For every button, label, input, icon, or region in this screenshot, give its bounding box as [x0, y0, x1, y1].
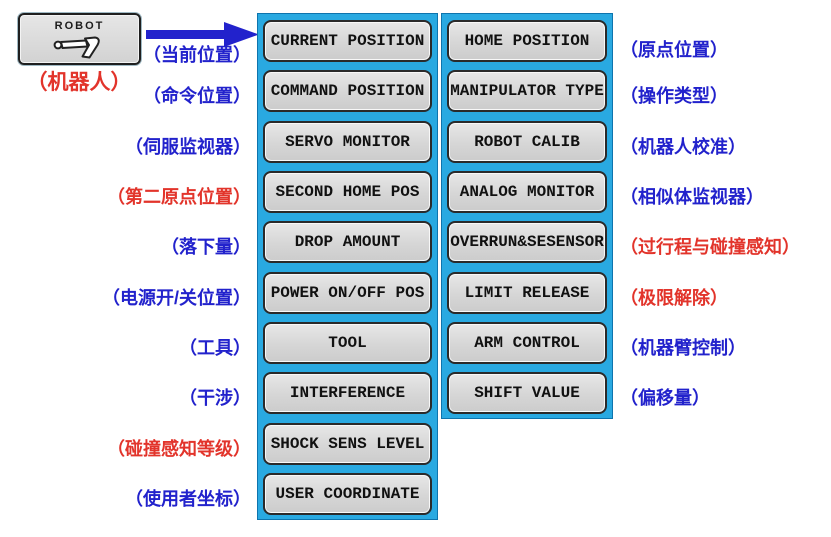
- caption-tool: （工具）: [179, 337, 251, 358]
- caption-row: （机器人校准）: [620, 120, 746, 162]
- left-captions-column: （当前位置） （命令位置） （伺服监视器） （第二原点位置） （落下量） （电源开/关位置…: [0, 13, 251, 514]
- menu-button-home-position[interactable]: HOME POSITION: [447, 20, 607, 62]
- caption-home-position: （原点位置）: [620, 40, 728, 60]
- menu-button-power-on-off-pos[interactable]: POWER ON/OFF POS: [263, 271, 432, 314]
- caption-row: （碰撞感知等级）: [107, 422, 251, 464]
- caption-analog-monitor: （相似体监视器）: [620, 186, 764, 207]
- caption-row: （过行程与碰撞感知）: [620, 220, 800, 262]
- caption-user-coordinate: （使用者坐标）: [125, 488, 251, 509]
- menu-button-robot-calib[interactable]: ROBOT CALIB: [447, 120, 607, 163]
- caption-drop-amount: （落下量）: [161, 237, 251, 258]
- robot-arm-icon: [53, 36, 100, 58]
- robot-key-label: ROBOT: [54, 19, 105, 32]
- arrow-right-icon: [146, 22, 259, 47]
- caption-row: （落下量）: [161, 220, 251, 262]
- caption-row: （第二原点位置）: [107, 170, 251, 212]
- caption-row: （工具）: [179, 321, 251, 363]
- caption-servo-monitor: （伺服监视器）: [125, 136, 251, 157]
- menu-button-interference[interactable]: INTERFERENCE: [263, 372, 432, 415]
- menu-button-shock-sens-level[interactable]: SHOCK SENS LEVEL: [263, 422, 432, 465]
- caption-row: （原点位置）: [620, 19, 728, 61]
- menu-button-manipulator-type[interactable]: MANIPULATOR TYPE: [447, 70, 607, 113]
- caption-interference: （干涉）: [179, 388, 251, 409]
- caption-row: （电源开/关位置）: [102, 271, 251, 313]
- caption-row: （操作类型）: [620, 69, 728, 111]
- menu-button-arm-control[interactable]: ARM CONTROL: [447, 321, 607, 364]
- menu-button-tool[interactable]: TOOL: [263, 321, 432, 364]
- menu-button-user-coordinate[interactable]: USER COORDINATE: [263, 472, 432, 515]
- menu-button-drop-amount[interactable]: DROP AMOUNT: [263, 221, 432, 264]
- caption-shock-sens-level: （碰撞感知等级）: [107, 438, 251, 459]
- caption-row: （干涉）: [179, 371, 251, 413]
- caption-row: （偏移量）: [620, 371, 710, 413]
- caption-row: （极限解除）: [620, 271, 728, 313]
- menu-button-analog-monitor[interactable]: ANALOG MONITOR: [447, 170, 607, 213]
- caption-manipulator-type: （操作类型）: [620, 86, 728, 107]
- caption-overrun-sesensor: （过行程与碰撞感知）: [620, 237, 800, 258]
- caption-row: （伺服监视器）: [125, 120, 251, 162]
- menu-button-command-position[interactable]: COMMAND POSITION: [263, 70, 432, 113]
- caption-limit-release: （极限解除）: [620, 287, 728, 308]
- caption-row: （相似体监视器）: [620, 170, 764, 212]
- left-button-column: CURRENT POSITION COMMAND POSITION SERVO MO…: [257, 13, 438, 520]
- menu-button-limit-release[interactable]: LIMIT RELEASE: [447, 271, 607, 314]
- right-captions-column: （原点位置） （操作类型） （机器人校准） （相似体监视器） （过行程与碰撞感知） （极限…: [620, 13, 828, 413]
- caption-row: （命令位置）: [143, 69, 251, 111]
- caption-power-on-off-pos: （电源开/关位置）: [101, 287, 251, 308]
- robot-key-caption: （机器人）: [26, 71, 132, 94]
- caption-row: （使用者坐标）: [125, 472, 251, 514]
- caption-shift-value: （偏移量）: [620, 388, 710, 409]
- caption-arm-control: （机器臂控制）: [620, 337, 746, 358]
- caption-current-position: （当前位置）: [143, 45, 251, 65]
- caption-command-position: （命令位置）: [143, 86, 251, 107]
- menu-button-shift-value[interactable]: SHIFT VALUE: [447, 372, 607, 415]
- caption-row: （机器臂控制）: [620, 321, 746, 363]
- menu-button-second-home-pos[interactable]: SECOND HOME POS: [263, 170, 432, 213]
- caption-row: （当前位置）: [143, 19, 251, 65]
- robot-key-button[interactable]: ROBOT: [18, 13, 141, 65]
- menu-button-overrun-sesensor[interactable]: OVERRUN&SESENSOR: [447, 221, 607, 264]
- right-button-column: HOME POSITION MANIPULATOR TYPE ROBOT CALIB…: [441, 13, 613, 419]
- menu-button-current-position[interactable]: CURRENT POSITION: [263, 20, 432, 62]
- caption-robot-calib: （机器人校准）: [620, 136, 746, 157]
- menu-button-servo-monitor[interactable]: SERVO MONITOR: [263, 120, 432, 163]
- caption-second-home-pos: （第二原点位置）: [107, 186, 251, 207]
